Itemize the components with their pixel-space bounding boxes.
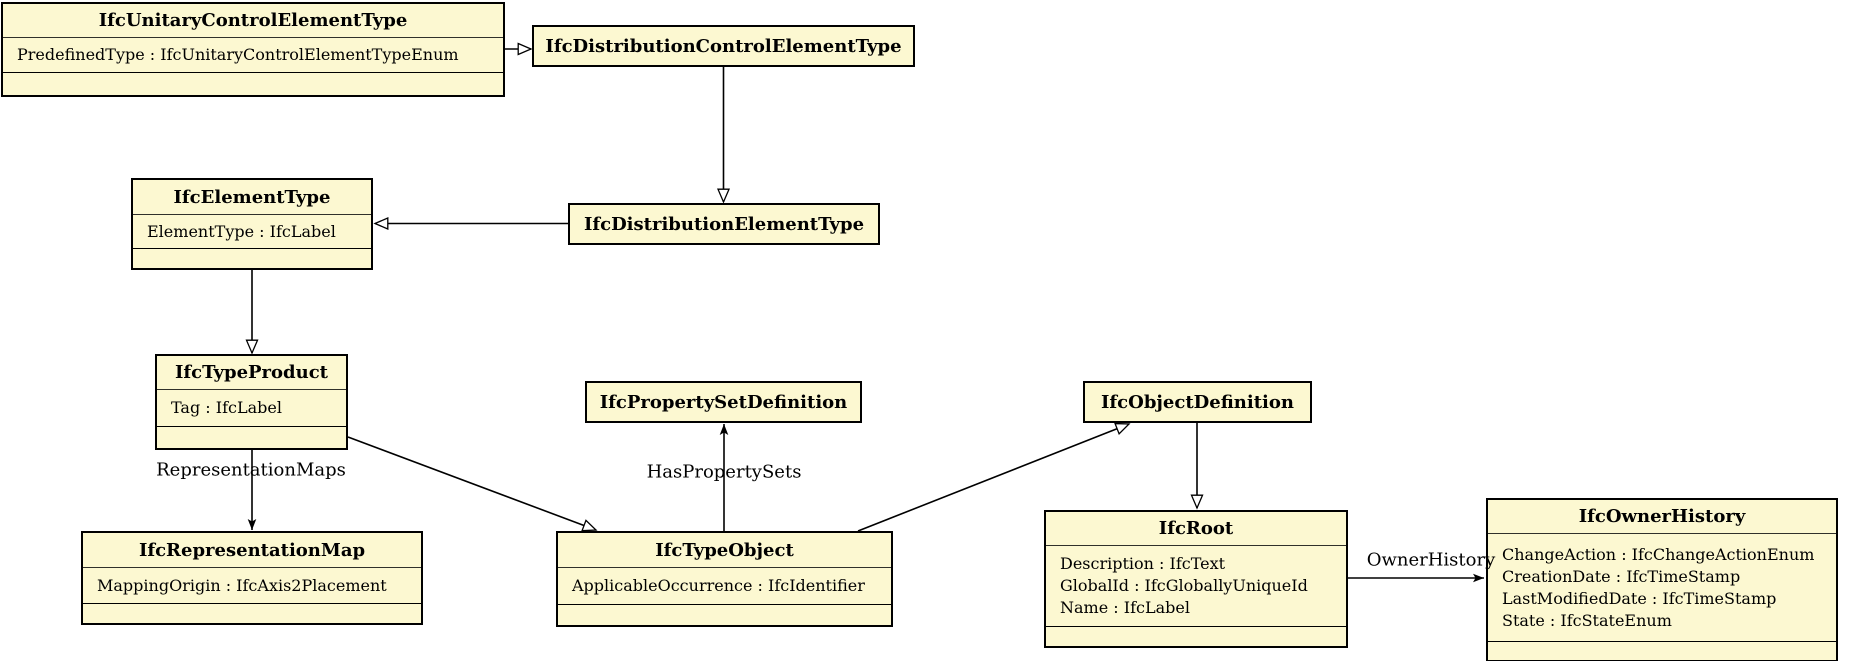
class-ifc-property-set-definition: IfcPropertySetDefinition xyxy=(585,381,862,423)
attribute-row: Name : IfcLabel xyxy=(1060,598,1190,617)
edge-label-representation-maps: RepresentationMaps xyxy=(156,459,346,481)
class-title: IfcTypeProduct xyxy=(157,356,346,390)
attribute-row: ApplicableOccurrence : IfcIdentifier xyxy=(572,576,865,595)
class-ifc-unitary-control-element-type: IfcUnitaryControlElementType PredefinedT… xyxy=(1,2,505,97)
class-title: IfcDistributionControlElementType xyxy=(545,35,902,57)
attribute-row: PredefinedType : IfcUnitaryControlElemen… xyxy=(17,45,459,64)
class-empty-compartment xyxy=(157,427,346,448)
attribute-row: GlobalId : IfcGloballyUniqueId xyxy=(1060,576,1308,595)
attribute-row: ChangeAction : IfcChangeActionEnum xyxy=(1502,544,1815,564)
class-title: IfcPropertySetDefinition xyxy=(599,391,848,413)
attribute-row: MappingOrigin : IfcAxis2Placement xyxy=(97,575,387,595)
attribute-row: CreationDate : IfcTimeStamp xyxy=(1502,566,1741,586)
attribute-row: State : IfcStateEnum xyxy=(1502,610,1672,630)
edge-label-has-property-sets: HasPropertySets xyxy=(646,461,802,483)
class-ifc-root: IfcRoot Description : IfcText GlobalId :… xyxy=(1044,510,1348,648)
class-attributes: Tag : IfcLabel xyxy=(157,390,346,427)
attribute-row: Description : IfcText xyxy=(1060,554,1226,573)
class-attributes: PredefinedType : IfcUnitaryControlElemen… xyxy=(3,38,503,73)
class-title: IfcObjectDefinition xyxy=(1101,391,1294,413)
edge-gen-typeobject-to-objectdefinition xyxy=(857,422,1131,532)
class-attributes: MappingOrigin : IfcAxis2Placement xyxy=(83,568,421,604)
attribute-row: ElementType : IfcLabel xyxy=(147,221,336,241)
class-empty-compartment xyxy=(133,249,371,268)
class-title: IfcUnitaryControlElementType xyxy=(3,4,503,38)
class-attributes: ApplicableOccurrence : IfcIdentifier xyxy=(558,568,891,605)
class-ifc-representation-map: IfcRepresentationMap MappingOrigin : Ifc… xyxy=(81,531,423,625)
class-empty-compartment xyxy=(558,605,891,625)
attribute-row: Tag : IfcLabel xyxy=(171,398,282,417)
class-title: IfcRepresentationMap xyxy=(83,533,421,568)
class-attributes: ElementType : IfcLabel xyxy=(133,215,371,249)
class-title: IfcElementType xyxy=(133,180,371,215)
class-ifc-object-definition: IfcObjectDefinition xyxy=(1083,381,1312,423)
class-empty-compartment xyxy=(1046,627,1346,646)
class-ifc-owner-history: IfcOwnerHistory ChangeAction : IfcChange… xyxy=(1486,498,1838,661)
class-ifc-type-object: IfcTypeObject ApplicableOccurrence : Ifc… xyxy=(556,531,893,627)
class-empty-compartment xyxy=(3,73,503,95)
class-ifc-element-type: IfcElementType ElementType : IfcLabel xyxy=(131,178,373,270)
class-ifc-distribution-element-type: IfcDistributionElementType xyxy=(568,203,880,245)
class-ifc-type-product: IfcTypeProduct Tag : IfcLabel xyxy=(155,354,348,450)
class-title: IfcDistributionElementType xyxy=(583,213,865,235)
class-empty-compartment xyxy=(1488,642,1836,660)
class-title: IfcTypeObject xyxy=(558,533,891,568)
class-title: IfcOwnerHistory xyxy=(1488,500,1836,534)
class-attributes: Description : IfcText GlobalId : IfcGlob… xyxy=(1046,546,1346,627)
class-title: IfcRoot xyxy=(1046,512,1346,546)
class-ifc-distribution-control-element-type: IfcDistributionControlElementType xyxy=(532,25,915,67)
class-empty-compartment xyxy=(83,604,421,623)
class-attributes: ChangeAction : IfcChangeActionEnum Creat… xyxy=(1488,534,1836,642)
edge-gen-typeproduct-to-typeobject xyxy=(347,436,598,532)
attribute-row: LastModifiedDate : IfcTimeStamp xyxy=(1502,588,1777,608)
edge-label-owner-history: OwnerHistory xyxy=(1366,549,1496,571)
